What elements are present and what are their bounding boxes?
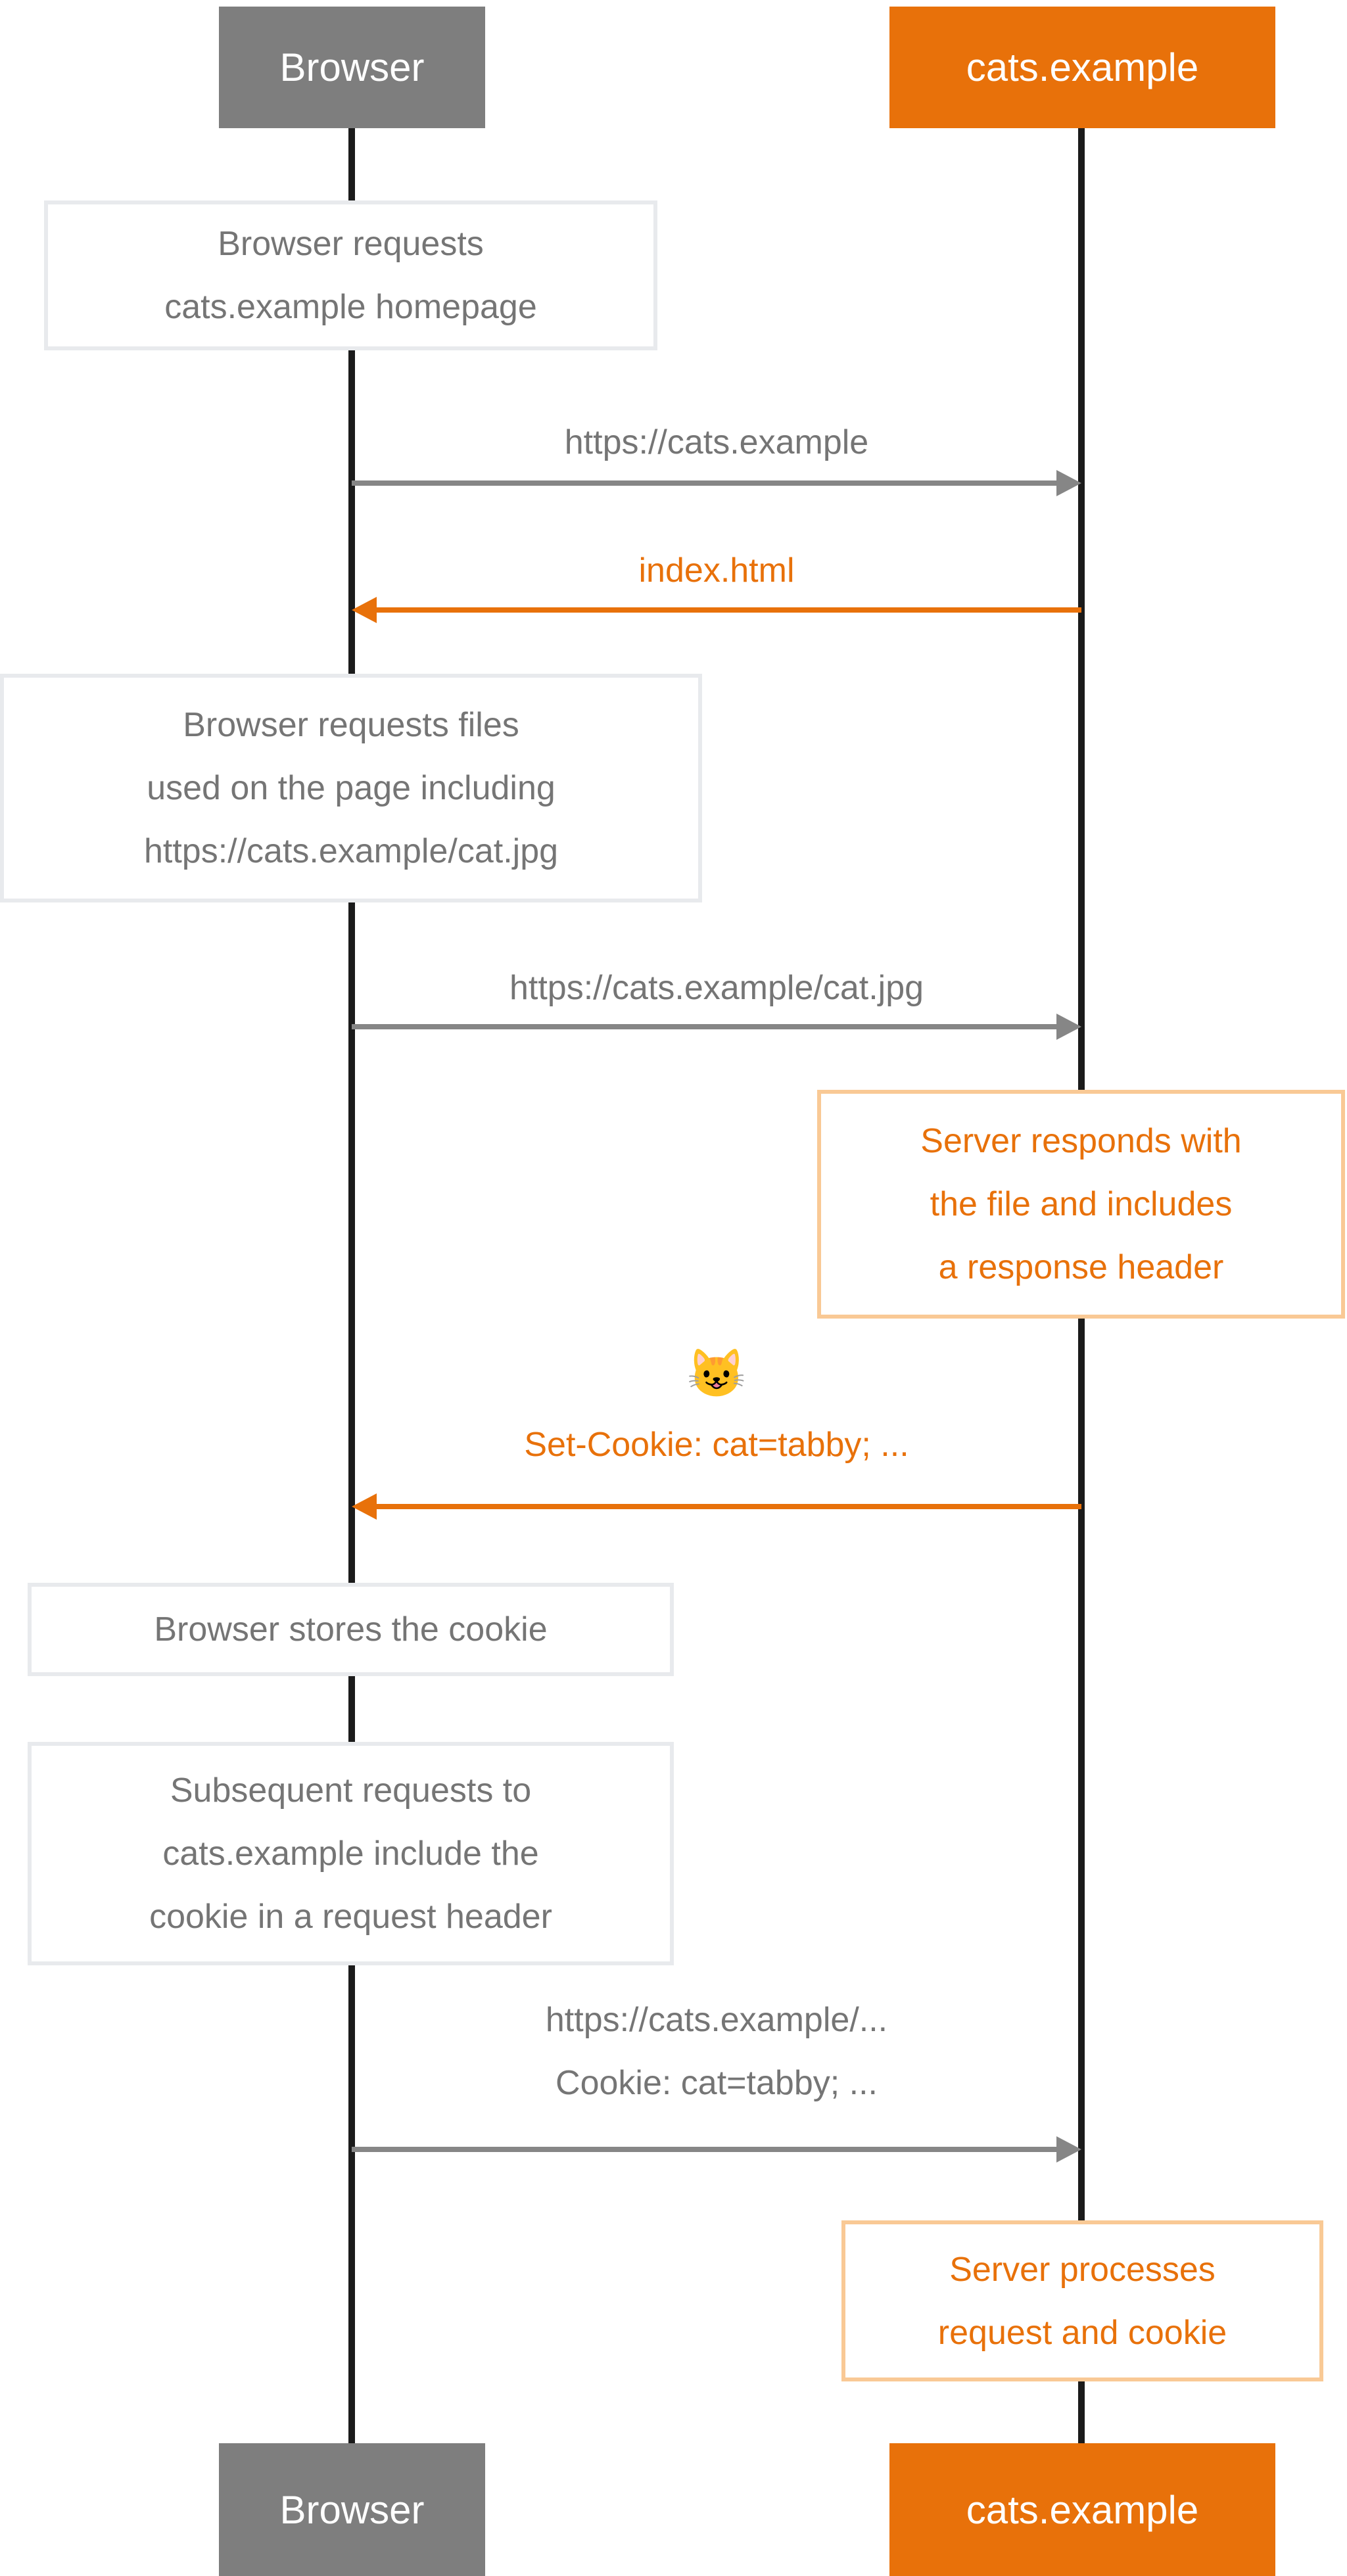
note-line: cats.example homepage — [164, 288, 537, 326]
actor-browser-label: Browser — [279, 2487, 425, 2532]
note-request-files: Browser requests files used on the page … — [0, 674, 702, 902]
browser-lifeline — [348, 128, 355, 2443]
arrowhead-right-icon — [1056, 470, 1081, 496]
note-line: cookie in a request header — [149, 1898, 552, 1936]
message-label-index-response: index.html — [638, 551, 795, 590]
cat-emoji-icon: 😺 — [687, 1347, 746, 1400]
actor-server-bottom: cats.example — [889, 2443, 1275, 2576]
message-label-homepage-request: https://cats.example — [564, 423, 869, 461]
note-line: a response header — [938, 1248, 1224, 1286]
message-label-line: https://cats.example/... — [545, 2001, 888, 2039]
message-label-catjpg-request: https://cats.example/cat.jpg — [509, 969, 924, 1007]
message-label-line: Cookie: cat=tabby; ... — [555, 2064, 878, 2102]
note-line: request and cookie — [937, 2313, 1227, 2352]
arrowhead-right-icon — [1056, 1014, 1081, 1040]
note-subsequent-requests: Subsequent requests to cats.example incl… — [28, 1742, 674, 1965]
note-line: Browser requests files — [183, 706, 519, 744]
actor-server-top: cats.example — [889, 7, 1275, 128]
note-line: Browser requests — [218, 225, 484, 263]
arrowhead-left-icon — [352, 597, 377, 623]
actor-browser-top: Browser — [219, 7, 485, 128]
note-stores-cookie: Browser stores the cookie — [28, 1583, 674, 1676]
actor-server-label: cats.example — [966, 45, 1199, 89]
note-request-homepage: Browser requests cats.example homepage — [44, 200, 657, 350]
note-line: the file and includes — [930, 1185, 1233, 1223]
arrow-shaft — [377, 1504, 1081, 1509]
arrowhead-right-icon — [1056, 2136, 1081, 2163]
arrow-shaft — [352, 2147, 1056, 2152]
actor-browser-label: Browser — [279, 45, 425, 89]
arrowhead-left-icon — [352, 1493, 377, 1520]
note-line: cats.example include the — [162, 1835, 539, 1873]
note-line: Subsequent requests to — [170, 1771, 532, 1810]
message-label-set-cookie: Set-Cookie: cat=tabby; ... — [524, 1426, 909, 1464]
arrow-shaft — [352, 480, 1056, 486]
arrow-shaft — [377, 607, 1081, 613]
note-line: Server responds with — [920, 1122, 1242, 1160]
note-line: used on the page including — [147, 769, 555, 807]
note-line: Browser stores the cookie — [154, 1610, 548, 1649]
note-line: Server processes — [949, 2250, 1216, 2289]
message-label-cookie-request: https://cats.example/... Cookie: cat=tab… — [352, 1988, 1081, 2115]
note-line: https://cats.example/cat.jpg — [143, 832, 559, 870]
note-server-responds: Server responds with the file and includ… — [817, 1090, 1345, 1319]
arrow-shaft — [352, 1024, 1056, 1029]
actor-server-label: cats.example — [966, 2487, 1199, 2532]
note-server-processes: Server processes request and cookie — [841, 2220, 1323, 2381]
actor-browser-bottom: Browser — [219, 2443, 485, 2576]
